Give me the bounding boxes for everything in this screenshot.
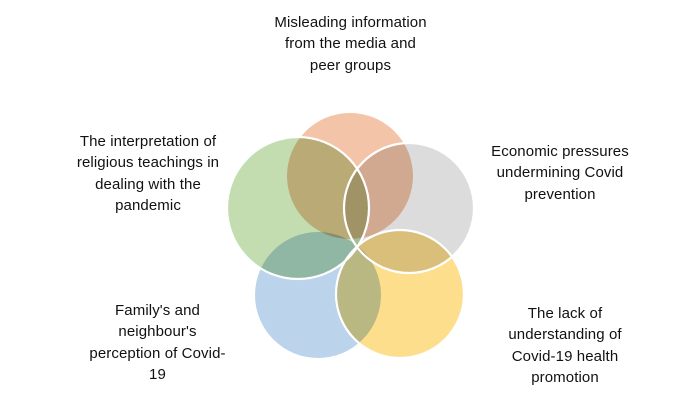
venn-label-family-neighbour-perception: Family's and neighbour's perception of C… [89,302,226,383]
venn-circle-lack-of-understanding[interactable] [336,230,464,358]
venn-label-economic-pressures: Economic pressures undermining Covid pre… [491,143,629,203]
venn-label-religious-teachings: The interpretation of religious teaching… [76,133,220,214]
venn-outline-religious-teachings [225,135,371,281]
venn-circle-outline-group [225,135,476,360]
venn-circle-group [227,113,474,358]
venn-outline-economic-pressures [342,141,476,275]
venn-label-lack-of-understanding: The lack of understanding of Covid-19 he… [508,305,622,386]
venn-outline-lack-of-understanding [334,228,466,360]
venn-label-misleading-information: Misleading information from the media an… [274,14,427,74]
